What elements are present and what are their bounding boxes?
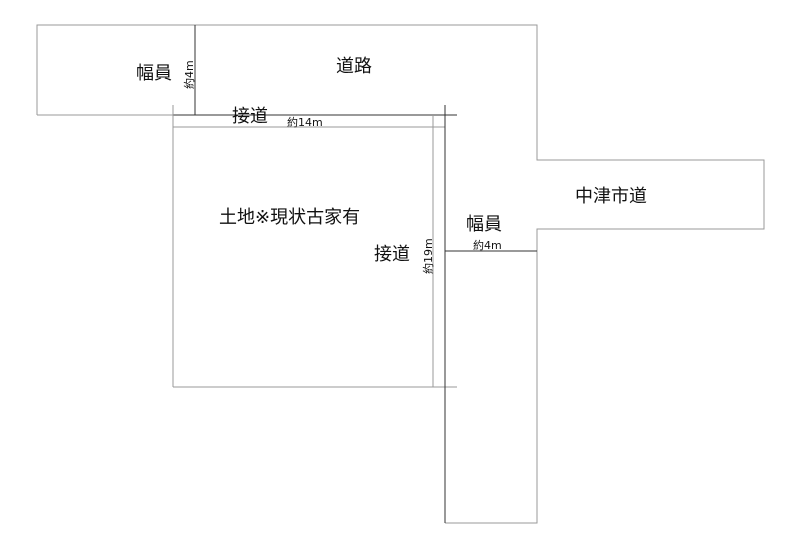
road-outline [36,24,765,524]
road-label: 道路 [336,56,372,77]
width-label-left: 幅員 [136,63,172,84]
land-label: 土地※現状古家有 [219,207,360,228]
width-dim-left: 約4m [182,60,196,89]
frontage-label-right: 接道 [374,244,410,265]
city-road-label: 中津市道 [575,186,647,207]
frontage-dim-top: 約14m [287,115,323,129]
frontage-label-top: 接道 [232,106,268,127]
width-dim-right: 約4m [473,238,502,252]
width-label-right: 幅員 [466,214,502,235]
frontage-dim-right: 約19m [421,238,435,274]
